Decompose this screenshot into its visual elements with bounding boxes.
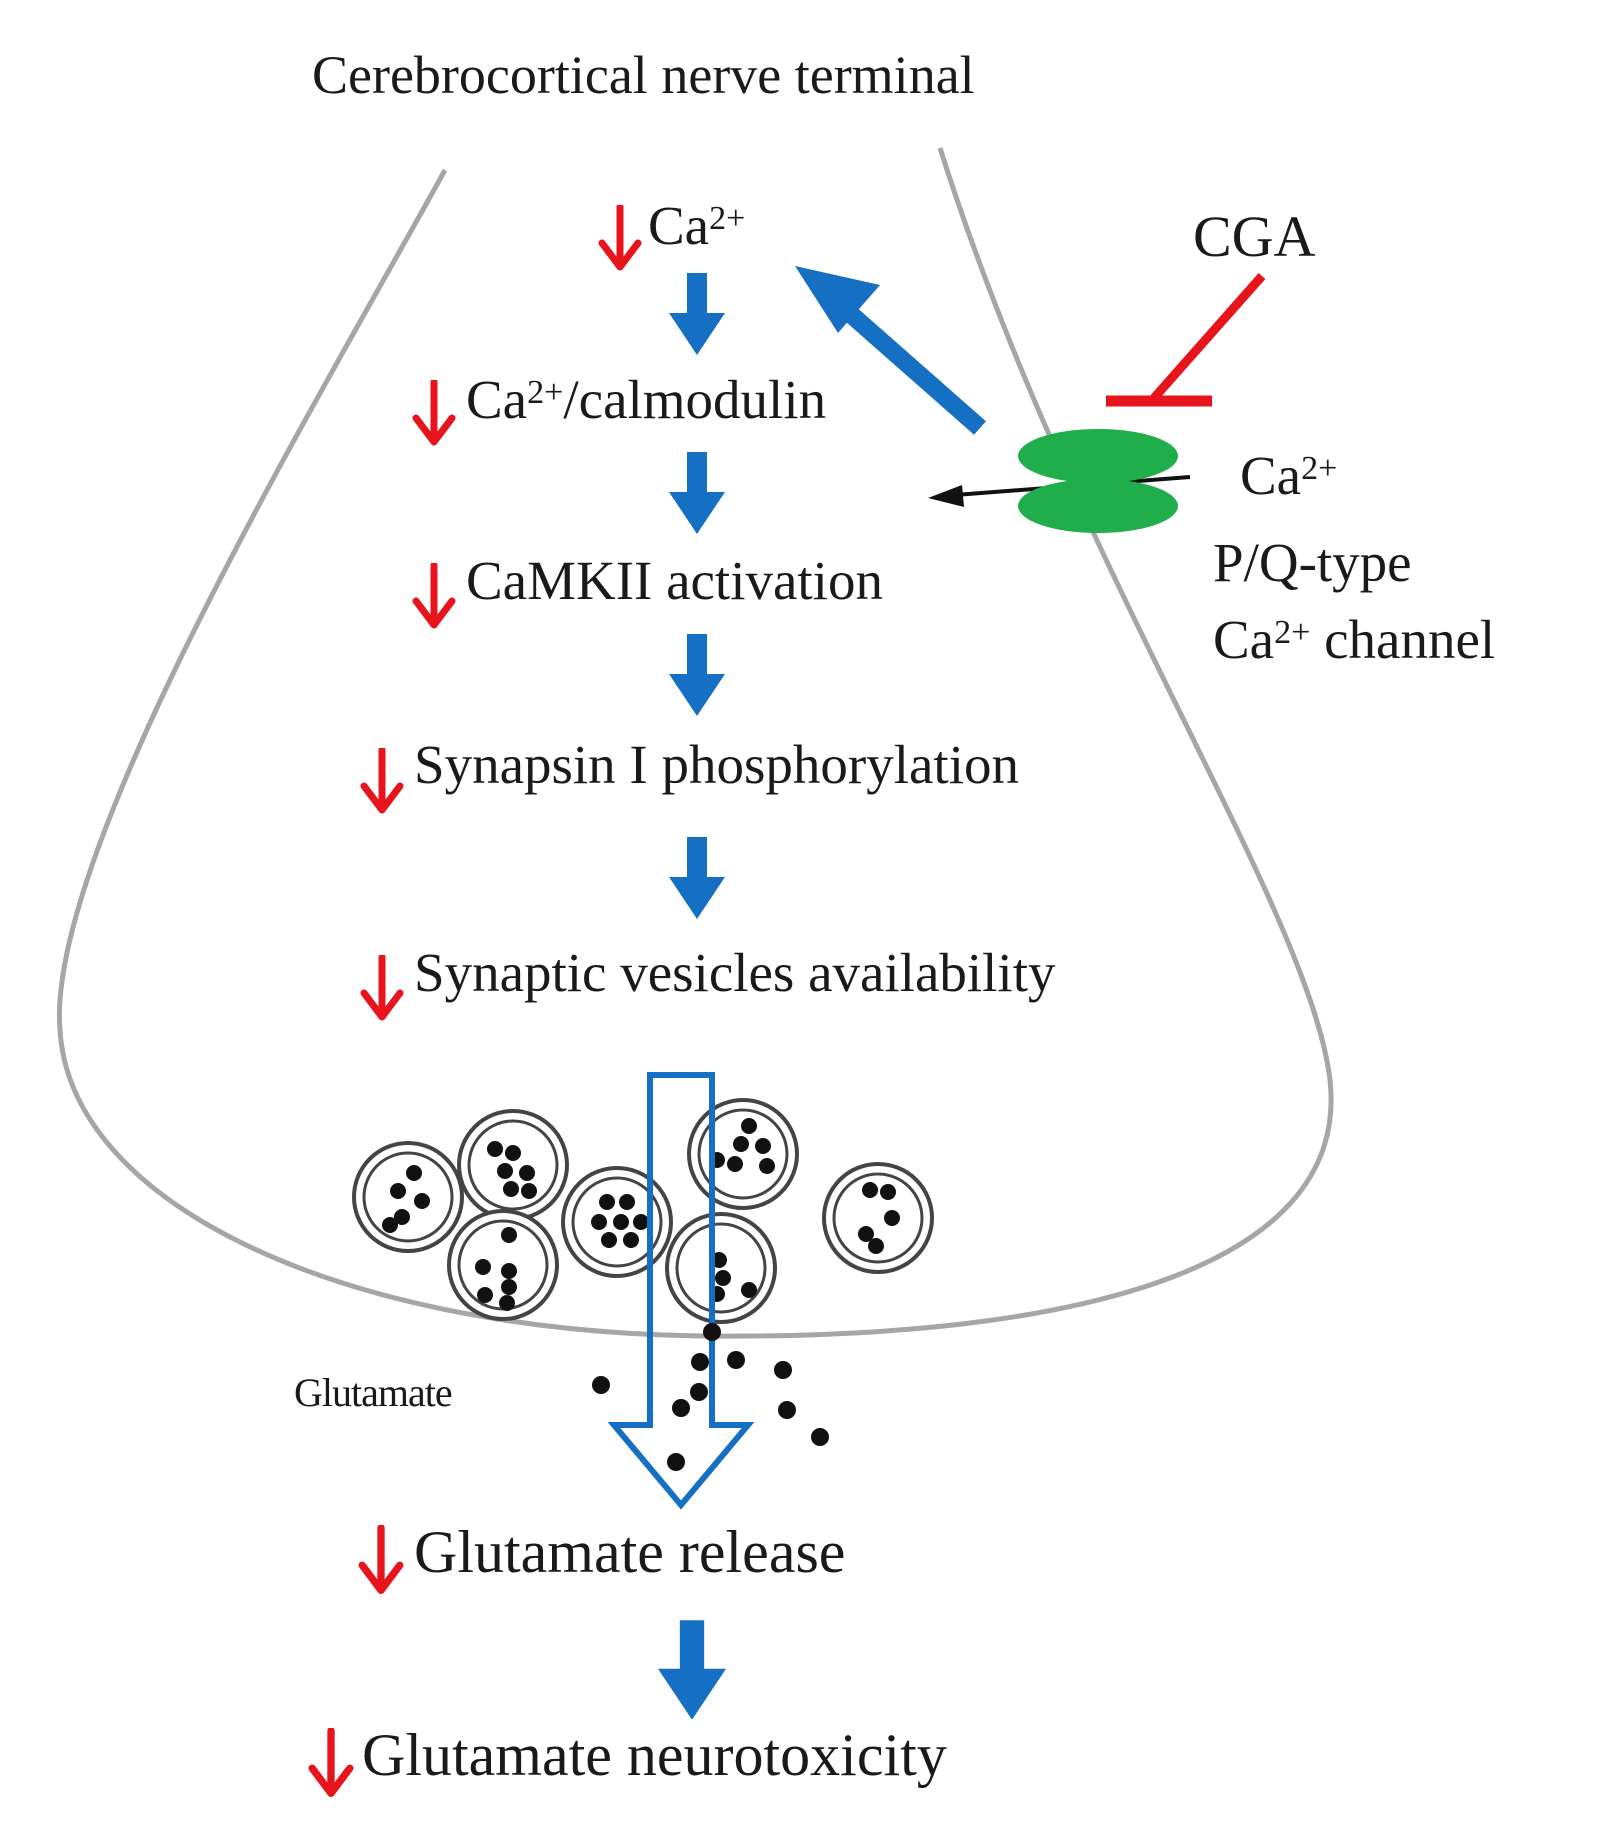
vesicle-icon bbox=[447, 1209, 559, 1321]
nerve-terminal-membrane bbox=[56, 147, 1334, 1339]
decrease-arrow-release bbox=[362, 1528, 400, 1591]
vesicle-icon bbox=[687, 1098, 799, 1210]
decrease-arrow-neurotoxicity bbox=[312, 1731, 350, 1794]
inhibition-bar-icon bbox=[1106, 273, 1266, 407]
vesicle-icon bbox=[822, 1162, 934, 1274]
label-channel-name-text: Ca bbox=[1213, 609, 1275, 670]
label-ca: Ca2+ bbox=[648, 198, 745, 253]
flow-arrow-5 bbox=[658, 1620, 726, 1720]
label-channel-ion-sup: 2+ bbox=[1301, 449, 1338, 487]
label-inhibitor: CGA bbox=[1193, 204, 1316, 269]
diagram-title: Cerebrocortical nerve terminal bbox=[312, 45, 975, 105]
label-channel-name-after: channel bbox=[1310, 609, 1496, 670]
label-calmodulin-sup: 2+ bbox=[527, 373, 564, 411]
release-arrow bbox=[607, 1072, 755, 1510]
label-channel-ion: Ca2+ bbox=[1240, 448, 1337, 503]
vesicle-icon bbox=[457, 1109, 569, 1221]
flow-arrow-4 bbox=[669, 837, 725, 919]
label-ca-text: Ca bbox=[648, 195, 710, 256]
decrease-arrow-calmodulin bbox=[416, 382, 452, 442]
flow-arrow-3 bbox=[669, 634, 725, 716]
label-channel-name: Ca2+ channel bbox=[1213, 612, 1495, 667]
label-calmodulin: Ca2+/calmodulin bbox=[466, 372, 826, 427]
label-glutamate: Glutamate bbox=[294, 1370, 453, 1415]
decrease-arrow-vesicles bbox=[364, 957, 400, 1017]
calcium-channel-icon bbox=[1018, 429, 1178, 533]
label-synapsin: Synapsin I phosphorylation bbox=[414, 734, 1019, 795]
label-calmodulin-after: /calmodulin bbox=[563, 369, 827, 430]
label-glutamate-neurotoxicity: Glutamate neurotoxicity bbox=[362, 1722, 947, 1788]
label-channel-type: P/Q-type bbox=[1213, 532, 1412, 593]
label-glutamate-release: Glutamate release bbox=[414, 1519, 846, 1585]
released-glutamate bbox=[592, 1323, 829, 1471]
label-ca-sup: 2+ bbox=[709, 199, 746, 237]
label-vesicles: Synaptic vesicles availability bbox=[414, 942, 1056, 1003]
decrease-arrow-synapsin bbox=[364, 750, 400, 810]
vesicle-icon bbox=[665, 1212, 777, 1324]
flow-arrow-1 bbox=[669, 273, 725, 355]
label-channel-ion-text: Ca bbox=[1240, 445, 1302, 506]
decrease-arrow-ca bbox=[602, 207, 638, 267]
label-calmodulin-text: Ca bbox=[466, 369, 528, 430]
flow-arrow-2 bbox=[669, 452, 725, 534]
channel-to-calcium-arrow bbox=[795, 266, 986, 435]
vesicle-cluster bbox=[352, 1098, 934, 1324]
label-channel-name-sup: 2+ bbox=[1274, 613, 1311, 651]
vesicle-icon bbox=[352, 1141, 464, 1253]
vesicle-icon bbox=[561, 1166, 673, 1278]
decrease-arrow-camkii bbox=[416, 565, 452, 625]
label-camkii: CaMKII activation bbox=[466, 550, 883, 611]
